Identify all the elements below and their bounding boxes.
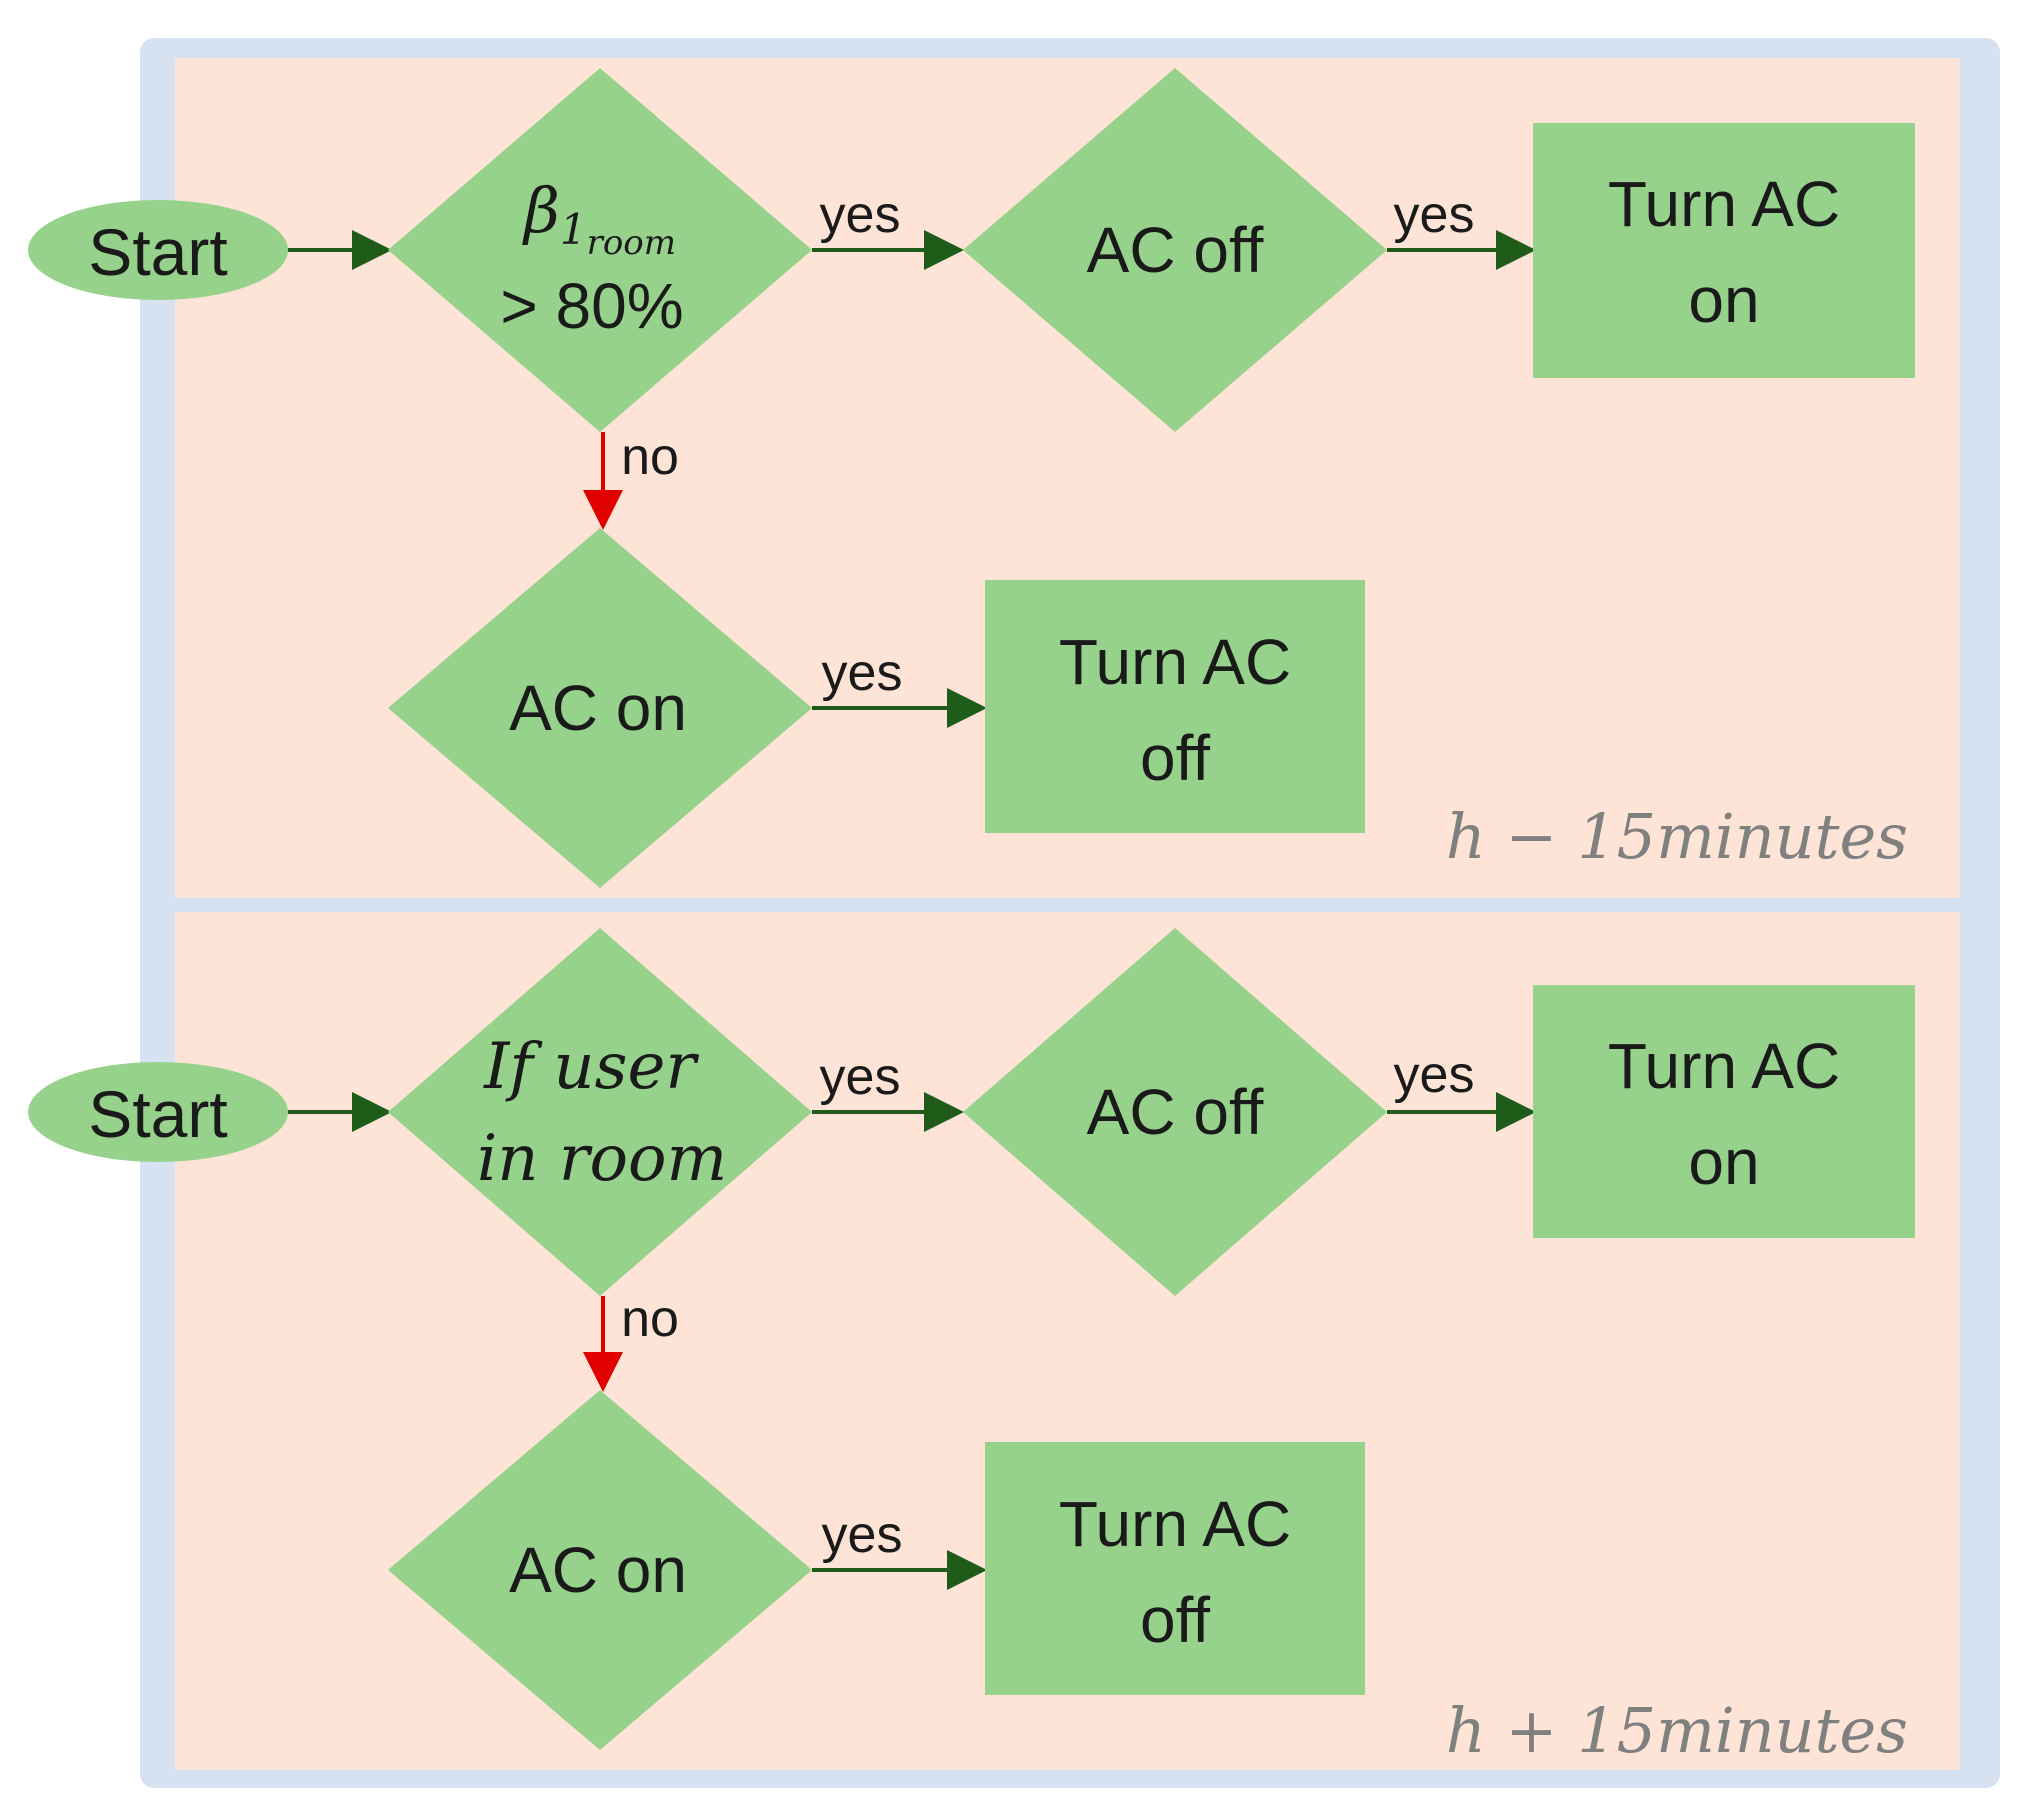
start-node: [28, 200, 288, 300]
ac-on-diamond: [388, 1390, 812, 1750]
panel-divider: [175, 898, 1960, 912]
ac-on-label: AC on: [509, 1534, 687, 1606]
turn-ac-off-box: [985, 1442, 1365, 1695]
yes-label: yes: [822, 1506, 903, 1564]
condition-beta: β: [522, 174, 560, 247]
ac-off-diamond: [963, 68, 1387, 432]
turn-ac-off-line2: off: [1140, 722, 1210, 794]
no-label: no: [621, 1290, 679, 1348]
turn-ac-on-line2: on: [1688, 264, 1759, 336]
yes-label: yes: [1394, 186, 1475, 244]
ac-on-label: AC on: [509, 672, 687, 744]
turn-ac-off-line1: Turn AC: [1059, 626, 1291, 698]
panel-2: Start If user in room yes AC off yes Tur…: [28, 912, 1960, 1770]
turn-ac-off-line2: off: [1140, 1584, 1210, 1656]
condition-sub: 1: [560, 205, 587, 254]
yes-label: yes: [820, 1048, 901, 1106]
condition-subsub: room: [587, 223, 676, 263]
turn-ac-on-box: [1533, 123, 1915, 378]
turn-ac-on-box: [1533, 985, 1915, 1238]
no-label: no: [621, 428, 679, 486]
turn-ac-on-line1: Turn AC: [1608, 168, 1840, 240]
turn-ac-on-line2: on: [1688, 1126, 1759, 1198]
ac-off-label: AC off: [1087, 214, 1264, 286]
condition-diamond: [388, 68, 812, 432]
turn-ac-off-box: [985, 580, 1365, 833]
ac-off-diamond: [963, 928, 1387, 1296]
yes-label: yes: [1394, 1046, 1475, 1104]
condition-label: β1room: [522, 174, 676, 263]
start-node: [28, 1062, 288, 1162]
condition-line1: If user: [483, 1030, 699, 1104]
ac-off-label: AC off: [1087, 1076, 1264, 1148]
condition-threshold: > 80%: [500, 270, 683, 342]
yes-label: yes: [822, 644, 903, 702]
yes-label: yes: [820, 186, 901, 244]
turn-ac-on-line1: Turn AC: [1608, 1030, 1840, 1102]
panel-1: Start β1room > 80% yes AC off yes Turn A…: [28, 58, 1960, 898]
start-label: Start: [88, 215, 227, 289]
condition-diamond: [388, 928, 812, 1296]
turn-ac-off-line1: Turn AC: [1059, 1488, 1291, 1560]
time-label: h + 15minutes: [1446, 1694, 1908, 1767]
start-label: Start: [88, 1077, 227, 1151]
time-label: h − 15minutes: [1446, 800, 1908, 873]
condition-line2: in room: [477, 1122, 727, 1196]
ac-on-diamond: [388, 528, 812, 888]
